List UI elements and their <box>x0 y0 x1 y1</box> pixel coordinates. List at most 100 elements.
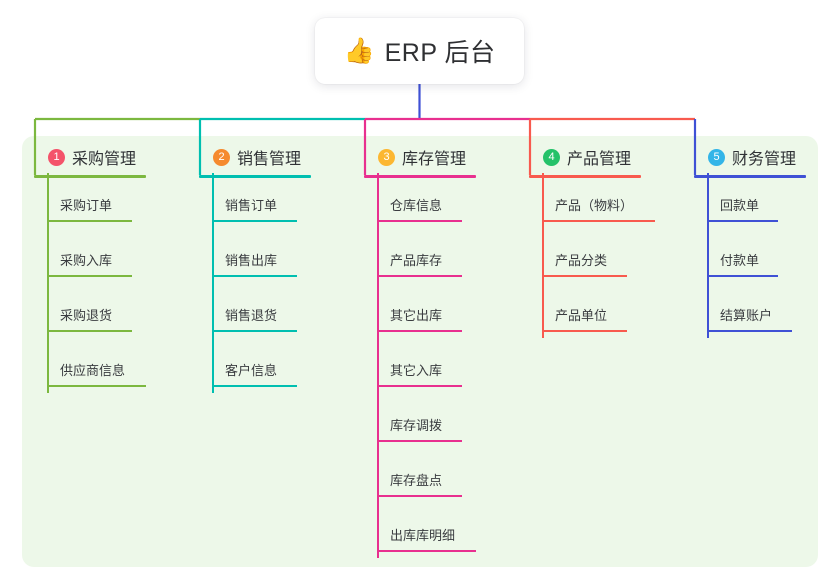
item-label: 产品（物料） <box>555 198 634 213</box>
item-stem <box>212 338 214 393</box>
branch-header-3[interactable]: 3 库存管理 <box>364 144 476 178</box>
item-label: 付款单 <box>720 253 760 268</box>
branch-header-5[interactable]: 5 财务管理 <box>694 144 806 178</box>
item-label: 采购入库 <box>60 253 113 268</box>
item-underline <box>708 275 778 277</box>
branch-underline <box>34 175 146 178</box>
item-stem <box>707 173 709 228</box>
branch-item[interactable]: 销售出库 <box>199 228 301 283</box>
item-underline <box>543 220 655 222</box>
branch-item[interactable]: 销售订单 <box>199 173 301 228</box>
item-underline <box>378 275 462 277</box>
branch-underline <box>199 175 311 178</box>
branch-items: 采购订单采购入库采购退货供应商信息 <box>34 173 146 393</box>
item-label: 销售出库 <box>225 253 278 268</box>
root-title: ERP 后台 <box>384 39 496 67</box>
item-underline <box>213 275 297 277</box>
branch-label: 库存管理 <box>402 151 467 168</box>
item-underline <box>708 220 778 222</box>
branch-item[interactable]: 仓库信息 <box>364 173 466 228</box>
item-label: 产品库存 <box>390 253 443 268</box>
branch-number-badge: 3 <box>378 148 395 166</box>
item-label: 销售退货 <box>225 308 278 323</box>
item-label: 客户信息 <box>225 363 278 378</box>
item-underline <box>378 440 462 442</box>
item-stem <box>212 173 214 228</box>
item-underline <box>543 330 627 332</box>
item-stem <box>47 228 49 283</box>
branch-item[interactable]: 付款单 <box>694 228 796 283</box>
branch-number-badge: 5 <box>708 148 725 166</box>
item-underline <box>708 330 792 332</box>
item-label: 库存调拨 <box>390 418 443 433</box>
item-underline <box>213 330 297 332</box>
item-label: 出库库明细 <box>390 528 456 543</box>
item-stem <box>377 173 379 228</box>
item-underline <box>378 220 462 222</box>
branch-3: 3 库存管理仓库信息产品库存其它出库其它入库库存调拨库存盘点出库库明细 <box>364 144 476 558</box>
item-label: 库存盘点 <box>390 473 443 488</box>
item-underline <box>378 385 462 387</box>
item-stem <box>707 283 709 338</box>
branch-label: 产品管理 <box>567 151 632 168</box>
branch-item[interactable]: 库存调拨 <box>364 393 466 448</box>
branch-item[interactable]: 产品分类 <box>529 228 631 283</box>
branch-item[interactable]: 采购订单 <box>34 173 136 228</box>
item-underline <box>378 330 462 332</box>
branch-items: 销售订单销售出库销售退货客户信息 <box>199 173 301 393</box>
thumbs-up-icon: 👍 <box>343 36 375 65</box>
branch-underline <box>529 175 641 178</box>
item-underline <box>48 385 146 387</box>
item-label: 采购订单 <box>60 198 113 213</box>
item-stem <box>377 503 379 558</box>
branch-label: 采购管理 <box>72 151 137 168</box>
item-underline <box>378 495 462 497</box>
item-stem <box>542 173 544 228</box>
branch-item[interactable]: 回款单 <box>694 173 796 228</box>
item-label: 供应商信息 <box>60 363 126 378</box>
branch-number-badge: 1 <box>48 148 65 166</box>
branch-item[interactable]: 产品库存 <box>364 228 466 283</box>
branch-items: 仓库信息产品库存其它出库其它入库库存调拨库存盘点出库库明细 <box>364 173 476 558</box>
branch-item[interactable]: 产品（物料） <box>529 173 655 228</box>
item-label: 其它入库 <box>390 363 443 378</box>
item-stem <box>47 173 49 228</box>
item-stem <box>377 448 379 503</box>
item-underline <box>213 220 297 222</box>
branch-item[interactable]: 采购退货 <box>34 283 136 338</box>
branch-number-badge: 2 <box>213 148 230 166</box>
item-stem <box>212 283 214 338</box>
item-underline <box>48 220 132 222</box>
branch-item[interactable]: 客户信息 <box>199 338 301 393</box>
branch-header-1[interactable]: 1 采购管理 <box>34 144 146 178</box>
branch-item[interactable]: 库存盘点 <box>364 448 466 503</box>
branch-underline <box>364 175 476 178</box>
branch-item[interactable]: 销售退货 <box>199 283 301 338</box>
branch-items: 产品（物料） 产品分类产品单位 <box>529 173 655 338</box>
branch-item[interactable]: 采购入库 <box>34 228 136 283</box>
item-stem <box>47 283 49 338</box>
branch-item[interactable]: 其它入库 <box>364 338 466 393</box>
item-stem <box>542 228 544 283</box>
root-node[interactable]: 👍 ERP 后台 <box>315 18 524 84</box>
item-label: 产品分类 <box>555 253 608 268</box>
branch-label: 财务管理 <box>732 151 797 168</box>
branch-item[interactable]: 供应商信息 <box>34 338 146 393</box>
item-stem <box>377 393 379 448</box>
item-underline <box>48 330 132 332</box>
branch-item[interactable]: 其它出库 <box>364 283 466 338</box>
item-label: 回款单 <box>720 198 760 213</box>
item-underline <box>543 275 627 277</box>
item-label: 销售订单 <box>225 198 278 213</box>
item-label: 结算账户 <box>720 308 773 323</box>
branch-item[interactable]: 结算账户 <box>694 283 796 338</box>
branch-item[interactable]: 出库库明细 <box>364 503 476 558</box>
item-underline <box>48 275 132 277</box>
item-stem <box>212 228 214 283</box>
branch-item[interactable]: 产品单位 <box>529 283 631 338</box>
